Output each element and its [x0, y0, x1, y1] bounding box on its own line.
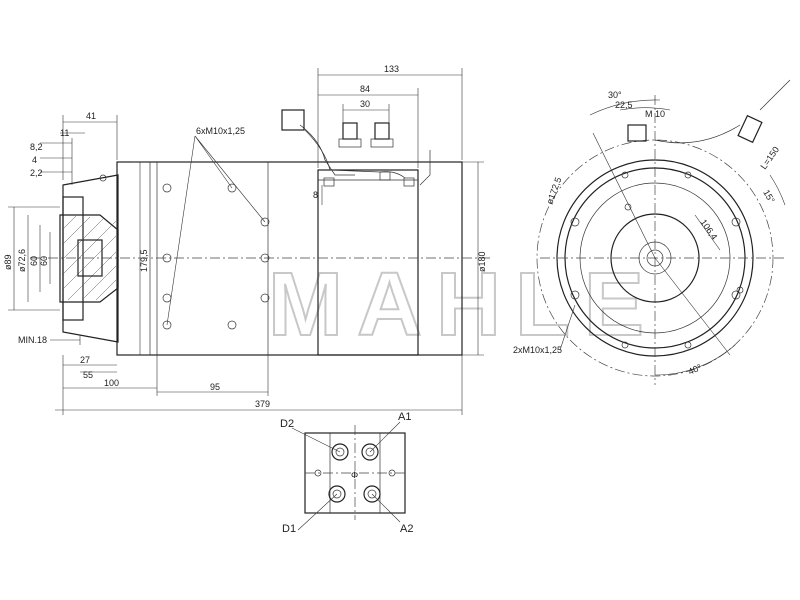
motor-housing: [116, 161, 463, 356]
dim-84: 84: [360, 84, 370, 94]
side-view: 133 84 30 8 41 8,2 11 4 2,2 6xM10x1,25 1…: [3, 64, 490, 415]
end-dim-106-4: 106,4: [698, 217, 719, 241]
dim-60b: 60: [39, 256, 49, 266]
dim-133: 133: [384, 64, 399, 74]
dim-arc-30: [589, 99, 661, 116]
dim-89: ø89: [3, 254, 13, 270]
dim-55: 55: [83, 370, 93, 380]
dim-41: 41: [86, 111, 96, 121]
dim-arc-40: [654, 344, 736, 376]
terminal-view: D2 A1 D1 A2 Φ: [280, 411, 413, 535]
watermark: MAHLE: [268, 255, 658, 355]
dim-4: 4: [32, 155, 37, 165]
dim-60: 60: [29, 256, 39, 266]
pitch-circle: [536, 139, 774, 377]
dim-27: 27: [80, 355, 90, 365]
end-dim-l150: L=150: [758, 145, 781, 171]
dim-lines-top: [317, 68, 463, 205]
dim-8: 8: [313, 190, 318, 200]
leader-6xm10: [166, 135, 266, 326]
terminal-phi: Φ: [351, 470, 358, 480]
dim-lines-left: [8, 115, 484, 356]
terminal-d1: D1: [282, 523, 296, 535]
terminal-a1: A1: [398, 411, 411, 423]
terminal-d2: D2: [280, 418, 294, 430]
dim-11: 11: [60, 128, 69, 138]
dim-30: 30: [360, 99, 370, 109]
end-terminal: [627, 124, 647, 142]
front-bolts: [99, 174, 270, 330]
end-dim-40: 40°: [687, 362, 704, 377]
dim-6xm10: 6xM10x1,25: [196, 126, 245, 136]
terminal-box: [317, 169, 419, 356]
dim-379: 379: [255, 399, 270, 409]
terminal-a2: A2: [400, 523, 413, 535]
dim-100: 100: [104, 378, 119, 388]
end-dim-m10: M 10: [645, 109, 665, 119]
dim-95: 95: [210, 382, 220, 392]
end-dim-30: 30°: [608, 90, 622, 100]
dim-8-2: 8,2: [30, 142, 43, 152]
dim-72-6: ø72,6: [17, 249, 27, 272]
end-dim-2xm10: 2xM10x1,25: [513, 345, 562, 355]
end-dim-15: 15°: [761, 188, 777, 205]
terminal-studs: [281, 109, 431, 187]
dim-lines-bottom: [55, 355, 463, 415]
end-dim-172-5: ø172,5: [544, 176, 563, 206]
end-dim-22-5: 22,5: [615, 100, 633, 110]
dim-2-2: 2,2: [30, 168, 43, 178]
dim-180: ø180: [477, 251, 487, 272]
end-bolts: [570, 171, 744, 349]
dim-min18: MIN.18: [18, 335, 47, 345]
dim-179-5: 179,5: [139, 249, 149, 272]
shaft-section: [59, 214, 119, 303]
